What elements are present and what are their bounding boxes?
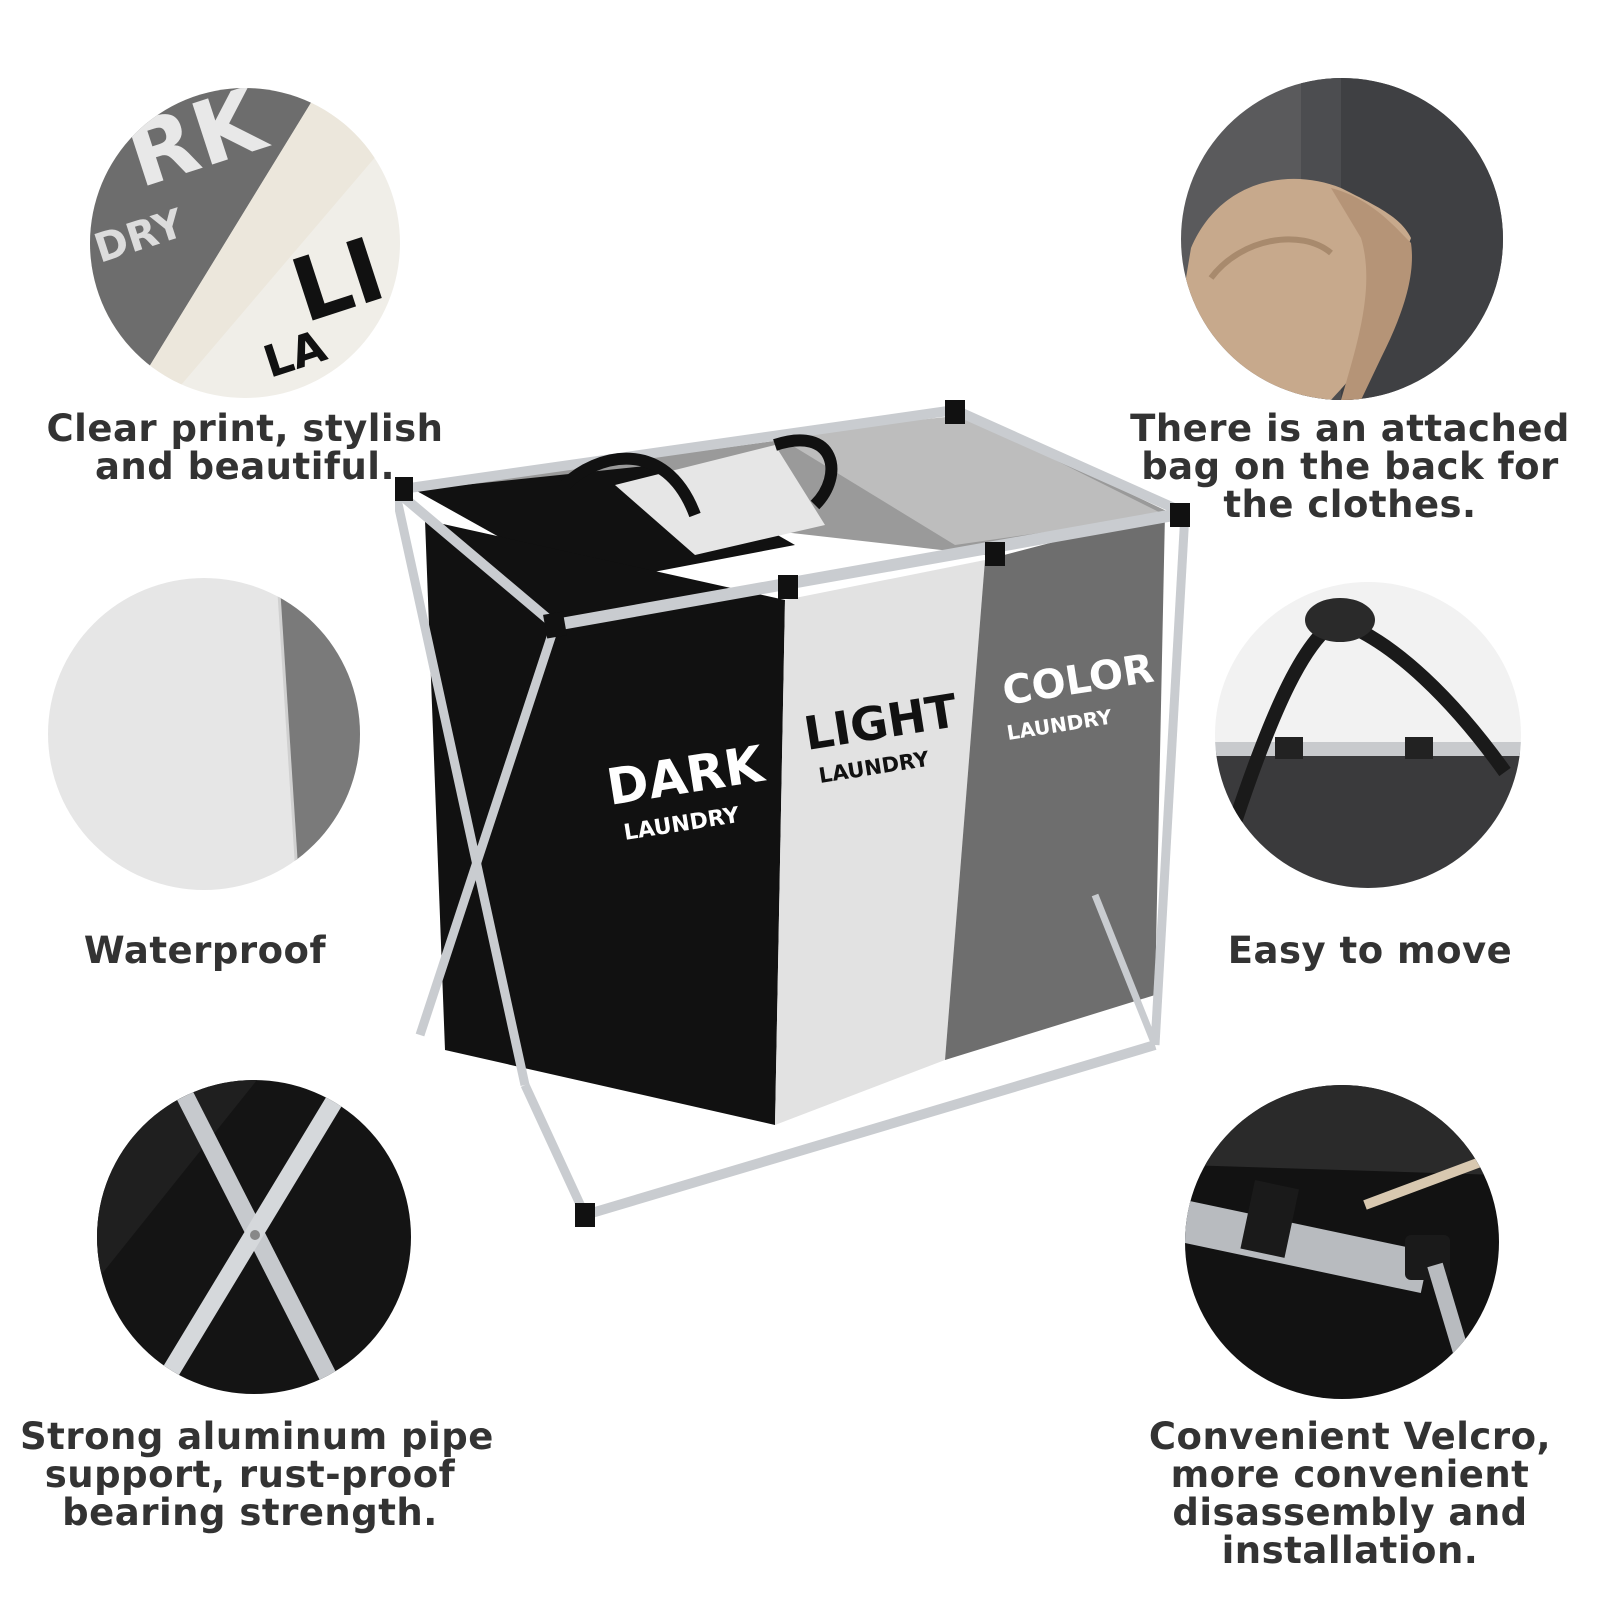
feature-caption-aluminum: Strong aluminum pipe support, rust-proof… (20, 1415, 494, 1534)
velcro-joint-image (1185, 1085, 1499, 1399)
feature-caption-print: Clear print, stylish and beautiful. (46, 407, 444, 488)
feature-caption-velcro: Convenient Velcro, more convenient disas… (1148, 1415, 1552, 1572)
feature-caption-back-bag: There is an attached bag on the back for… (1130, 407, 1570, 526)
handle-closeup-image (1215, 582, 1521, 888)
waterproof-fabric-image (48, 578, 360, 890)
print-closeup-image: RK DRY LI LA (90, 88, 400, 398)
dark-section (425, 520, 785, 1125)
feature-caption-waterproof: Waterproof (83, 929, 327, 972)
feature-caption-easy-move: Easy to move (1227, 929, 1513, 972)
aluminum-pipe-image (97, 1080, 411, 1394)
laundry-hamper-image: DARK LAUNDRY LIGHT LAUNDRY COLOR LAUNDRY (395, 395, 1205, 1275)
back-bag-image (1181, 78, 1503, 400)
light-section (775, 560, 985, 1125)
